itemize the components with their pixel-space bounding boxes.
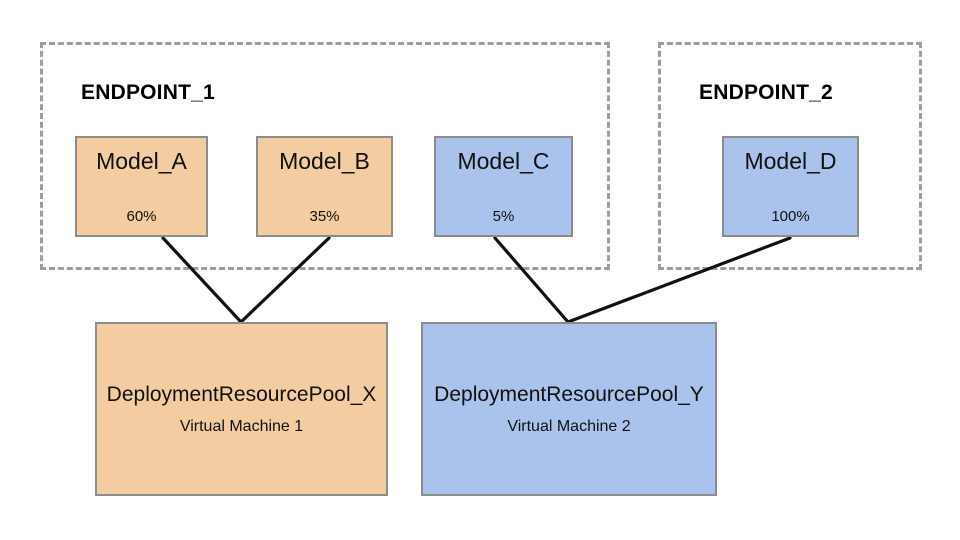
resource-pool-subtitle-pool-y: Virtual Machine 2 bbox=[507, 417, 631, 435]
model-node-model-b[interactable]: Model_B 35% bbox=[256, 136, 393, 237]
model-name-model-c: Model_C bbox=[457, 148, 550, 174]
model-name-model-d: Model_D bbox=[744, 148, 837, 174]
resource-pool-node-pool-y[interactable]: DeploymentResourcePool_Y Virtual Machine… bbox=[421, 322, 717, 496]
resource-pool-title-pool-x: DeploymentResourcePool_X bbox=[106, 383, 377, 407]
model-traffic-split-model-c: 5% bbox=[492, 208, 515, 225]
endpoint-label-endpoint-1: ENDPOINT_1 bbox=[81, 81, 215, 104]
resource-pool-title-pool-y: DeploymentResourcePool_Y bbox=[434, 383, 704, 407]
endpoint-label-endpoint-2: ENDPOINT_2 bbox=[699, 81, 833, 104]
model-name-model-a: Model_A bbox=[96, 148, 187, 174]
resource-pool-subtitle-pool-x: Virtual Machine 1 bbox=[179, 417, 304, 435]
model-traffic-split-model-a: 60% bbox=[126, 208, 157, 225]
resource-pool-node-pool-x[interactable]: DeploymentResourcePool_X Virtual Machine… bbox=[95, 322, 388, 496]
model-traffic-split-model-d: 100% bbox=[771, 208, 810, 225]
model-node-model-c[interactable]: Model_C 5% bbox=[434, 136, 573, 237]
model-name-model-b: Model_B bbox=[279, 148, 370, 174]
model-traffic-split-model-b: 35% bbox=[309, 208, 340, 225]
model-node-model-a[interactable]: Model_A 60% bbox=[75, 136, 208, 237]
model-node-model-d[interactable]: Model_D 100% bbox=[722, 136, 859, 237]
